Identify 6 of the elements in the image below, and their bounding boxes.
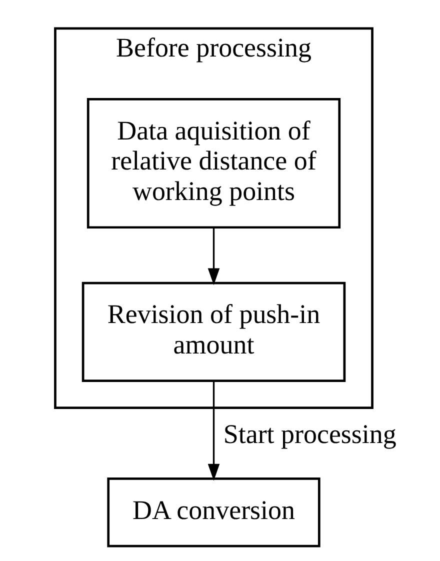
node-box: Data aquisition of relative distance of working points <box>86 98 340 229</box>
arrow <box>207 227 220 286</box>
arrow <box>207 381 220 481</box>
node-box: DA conversion <box>106 477 320 548</box>
node-box: Revision of push-in amount <box>81 282 346 382</box>
edge-label: Start processing <box>222 418 396 449</box>
